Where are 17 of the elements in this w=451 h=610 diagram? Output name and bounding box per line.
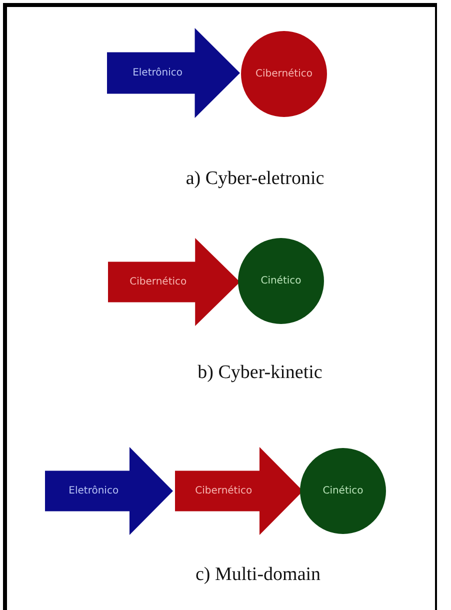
node-label: Cibernético (256, 68, 312, 80)
arrow-shaped-box (175, 447, 303, 535)
node-label: Cibernético (195, 486, 252, 496)
node-label: Eletrônico (68, 486, 119, 496)
circle-shape (238, 238, 324, 324)
node-label: Eletrônico (132, 68, 182, 78)
caption: b) Cyber-kinetic (198, 362, 322, 384)
caption: c) Multi-domain (195, 564, 321, 586)
arrow-shaped-box (45, 447, 173, 535)
node-label: Cibernético (130, 276, 187, 288)
caption: a) Cyber-eletronic (186, 168, 324, 190)
circle-shape (241, 31, 327, 117)
node-label: Cinético (322, 486, 364, 496)
arrow-shaped-box (108, 238, 240, 326)
node-label: Cinético (260, 276, 302, 286)
arrow-shaped-box (107, 28, 240, 118)
circle-shape (300, 448, 386, 534)
